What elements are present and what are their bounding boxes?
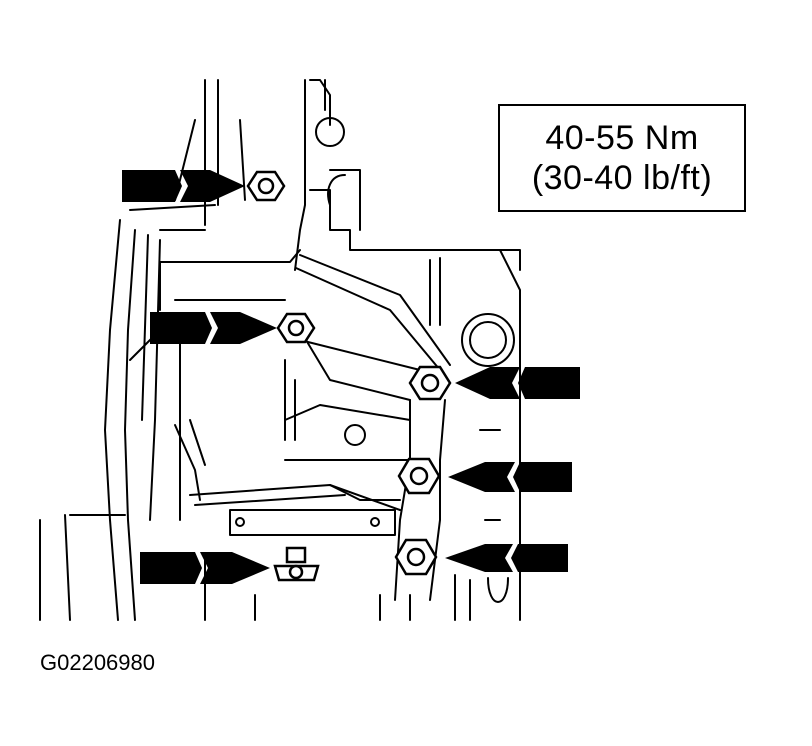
arrow-bolt-lower-right: [448, 462, 572, 492]
arrow-bolt-middle-right: [455, 367, 580, 399]
bolt-bottom-left: [273, 546, 320, 582]
torque-metric-label: 40-55 Nm: [545, 119, 699, 157]
torque-imperial-label: (30-40 lb/ft): [531, 159, 713, 197]
bolt-middle-left: [276, 312, 316, 344]
engine-block-outline: [39, 79, 521, 621]
bolt-upper-left: [246, 170, 286, 202]
bolt-bottom-right: [394, 538, 438, 576]
torque-spec-box: 40-55 Nm (30-40 lb/ft): [498, 104, 746, 212]
bolt-middle-right: [408, 365, 452, 401]
figure-code: G02206980: [40, 650, 155, 675]
arrow-bolt-upper-left: [122, 170, 245, 202]
arrow-bolt-middle-left: [150, 312, 277, 344]
arrow-bolt-bottom-left: [140, 552, 270, 584]
mounting-bracket: [174, 254, 451, 601]
arrow-bolt-bottom-right: [445, 544, 568, 572]
bolt-lower-right: [397, 457, 441, 495]
